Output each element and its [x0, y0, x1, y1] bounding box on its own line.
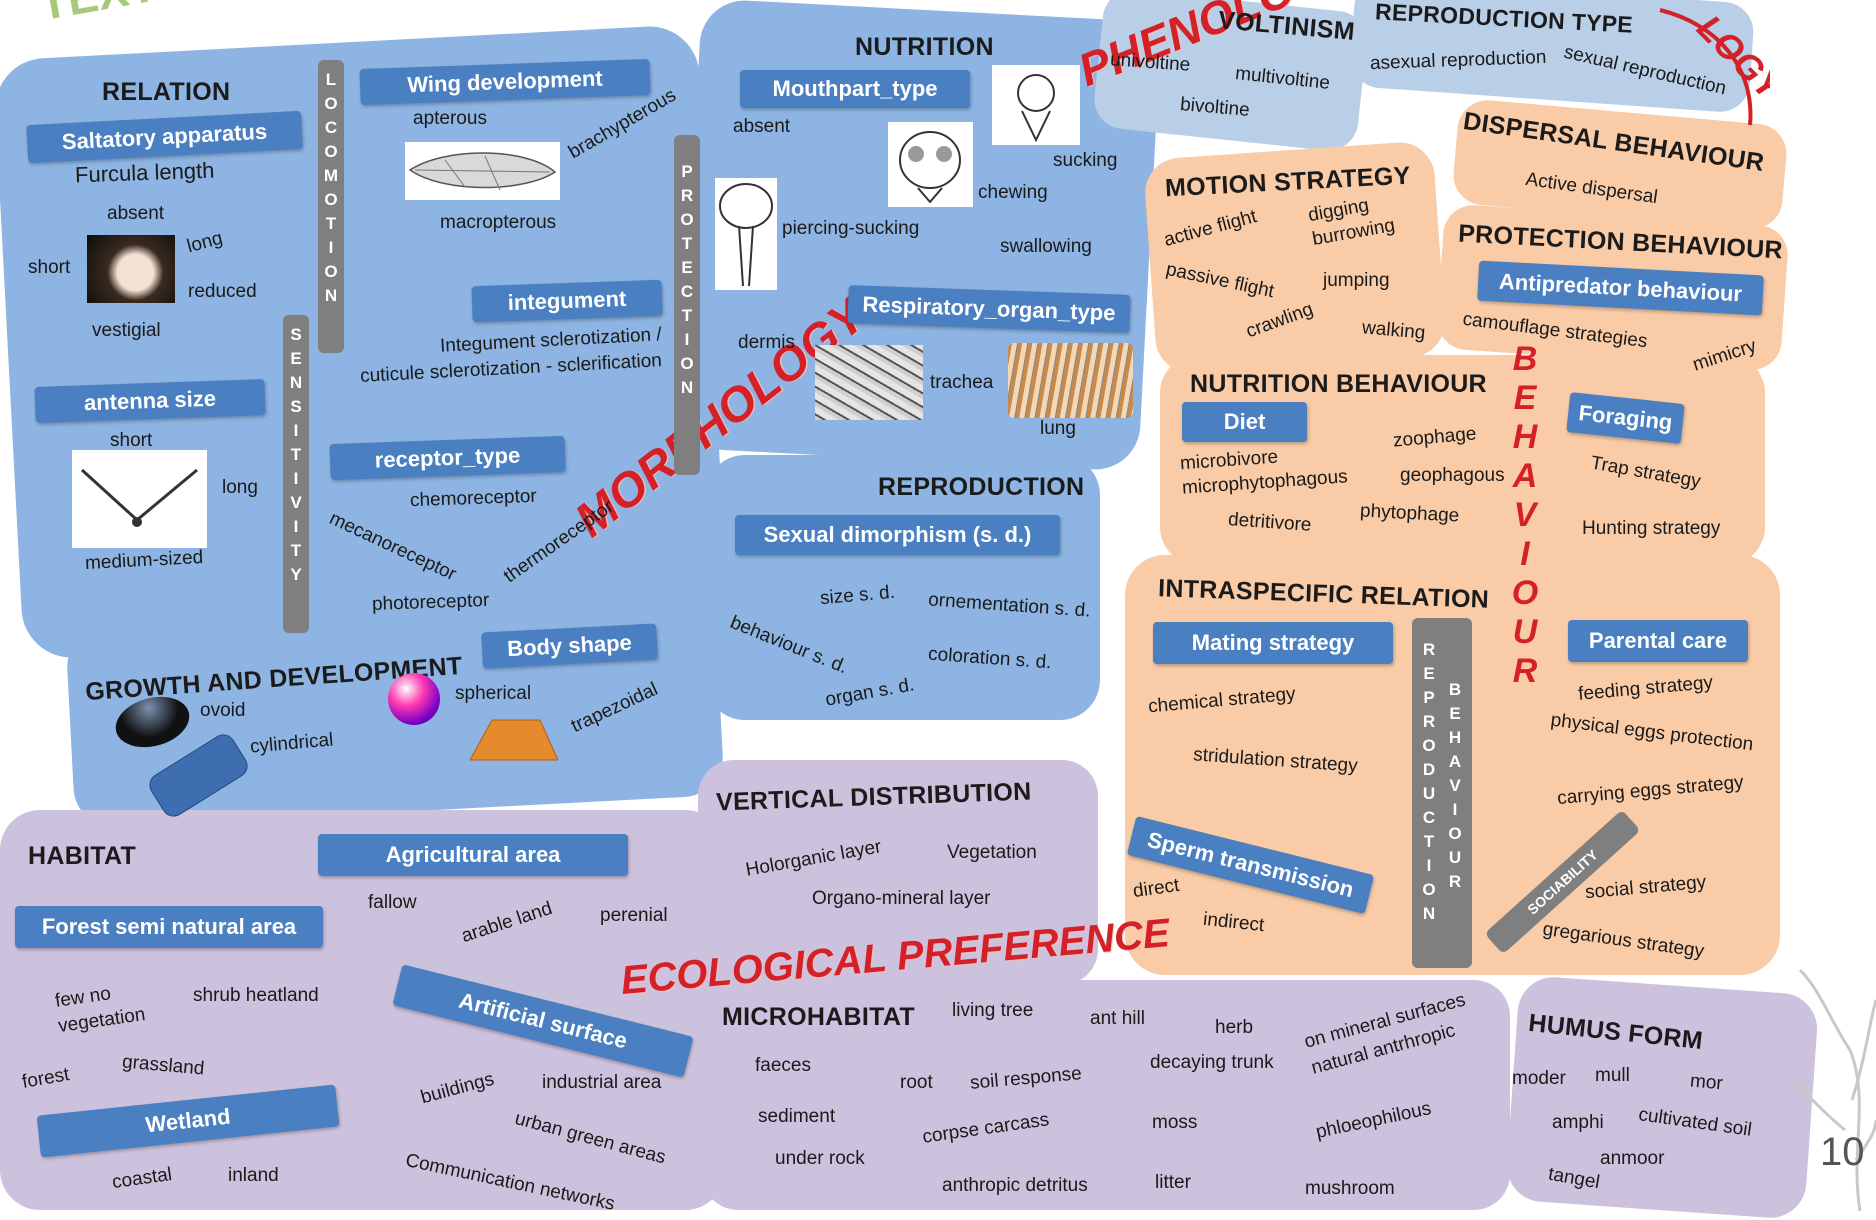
mouth-sucking: sucking	[1053, 150, 1118, 171]
forest-semi-natural-label: Forest semi natural area	[15, 906, 323, 948]
micro-anthropic-detritus: anthropic detritus	[942, 1175, 1088, 1196]
micro-mushroom: mushroom	[1305, 1178, 1395, 1199]
forage-hunting: Hunting strategy	[1582, 518, 1721, 539]
resp-trachea: trachea	[930, 372, 994, 393]
furcula-short: short	[28, 257, 71, 278]
agri-fallow: fallow	[368, 892, 417, 913]
receptor-chemo: chemoreceptor	[409, 485, 538, 512]
antenna-short: short	[110, 430, 153, 451]
resp-lung: lung	[1040, 418, 1076, 439]
mouth-chewing: chewing	[978, 182, 1048, 203]
antenna-photo	[72, 450, 207, 548]
diet-geophagous: geophagous	[1400, 465, 1505, 486]
humus-moder: moder	[1512, 1068, 1566, 1089]
page-title: TEXTUAL TRAITS FROM	[35, 0, 575, 31]
mouthpart-type-label: Mouthpart_type	[740, 70, 970, 108]
micro-faeces: faeces	[755, 1055, 811, 1076]
humus-amphi: amphi	[1552, 1112, 1604, 1133]
art-industrial: industrial area	[542, 1072, 662, 1093]
microhabitat-heading: MICROHABITAT	[722, 1003, 915, 1031]
micro-under-rock: under rock	[775, 1148, 865, 1169]
micro-living-tree: living tree	[952, 1000, 1034, 1021]
vert-organo-mineral: Organo-mineral layer	[812, 888, 991, 909]
reproduction-heading: REPRODUCTION	[878, 473, 1085, 501]
behaviour-vertical-banner: B E H A V I O U R	[1511, 340, 1539, 690]
agri-perenial: perenial	[600, 905, 668, 926]
mouth-piercing-sucking: piercing-sucking	[782, 218, 920, 239]
humus-mor: mor	[1689, 1070, 1724, 1095]
wing-apterous: apterous	[413, 108, 487, 129]
micro-moss: moss	[1152, 1112, 1198, 1133]
motion-jumping: jumping	[1323, 270, 1390, 291]
shape-spherical: spherical	[455, 683, 532, 704]
micro-decaying-trunk: decaying trunk	[1150, 1052, 1274, 1073]
furcula-absent: absent	[107, 203, 165, 224]
shape-ovoid: ovoid	[200, 700, 246, 721]
nutrition-heading: NUTRITION	[855, 33, 994, 61]
reproduction-panel	[705, 455, 1100, 720]
micro-sediment: sediment	[758, 1106, 836, 1127]
diet-label: Diet	[1182, 402, 1307, 442]
vertical-panel	[698, 760, 1098, 985]
wing-macropterous: macropterous	[440, 212, 557, 233]
parental-care-label: Parental care	[1568, 620, 1748, 662]
humus-anmoor: anmoor	[1600, 1148, 1665, 1169]
vert-vegetation: Vegetation	[947, 842, 1037, 863]
micro-ant-hill: ant hill	[1090, 1008, 1145, 1029]
agricultural-area-label: Agricultural area	[318, 834, 628, 876]
micro-litter: litter	[1155, 1172, 1191, 1193]
forest-shrub: shrub heatland	[193, 985, 319, 1006]
integument-label: integument	[471, 279, 663, 323]
mating-strategy-label: Mating strategy	[1153, 622, 1393, 664]
nutrition-behaviour-panel	[1160, 355, 1765, 565]
nutrition-behaviour-heading: NUTRITION BEHAVIOUR	[1190, 370, 1487, 398]
microhabitat-panel	[702, 980, 1510, 1210]
trapezoid-shape	[469, 715, 559, 765]
furcula-reduced: reduced	[188, 281, 257, 302]
furcula-vestigial: vestigial	[92, 320, 161, 341]
micro-root: root	[900, 1072, 933, 1093]
trachea-photo	[815, 345, 923, 420]
sphere-shape	[388, 673, 440, 725]
wing-photo	[405, 142, 560, 200]
resp-dermis: dermis	[738, 332, 796, 353]
antenna-long: long	[222, 477, 258, 498]
piercing-mouth-drawing	[715, 178, 777, 290]
relation-heading: RELATION	[102, 78, 231, 106]
micro-herb: herb	[1215, 1017, 1254, 1038]
page-number: 10	[1820, 1130, 1865, 1174]
chewing-mouth-drawing	[888, 122, 973, 207]
sucking-mouth-drawing	[992, 65, 1080, 145]
furcula-length-label: Furcula length	[74, 157, 215, 188]
lung-photo	[1008, 343, 1133, 418]
humus-mull: mull	[1595, 1065, 1630, 1086]
mouth-absent: absent	[733, 116, 791, 137]
mouth-swallowing: swallowing	[1000, 236, 1092, 257]
habitat-heading: HABITAT	[28, 842, 137, 870]
sexual-dimorphism-label: Sexual dimorphism (s. d.)	[735, 515, 1060, 555]
springtail-photo	[87, 235, 175, 303]
receptor-photo: photoreceptor	[371, 589, 490, 616]
wet-inland: inland	[228, 1165, 279, 1186]
